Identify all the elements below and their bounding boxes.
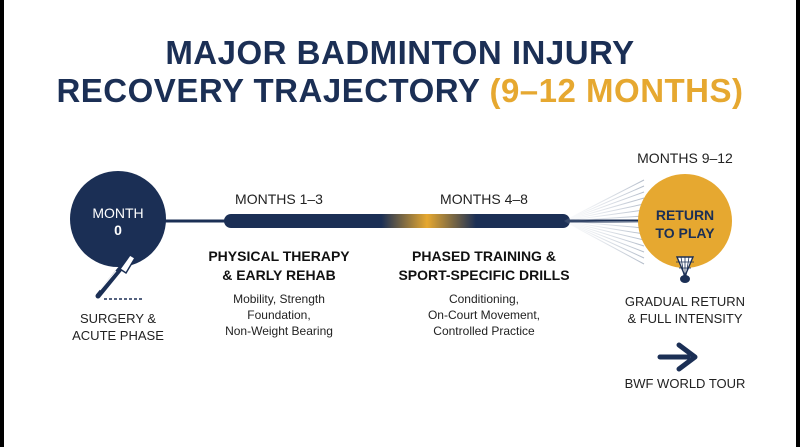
shuttlecock-icon <box>675 256 695 283</box>
start-phase-line-2: ACUTE PHASE <box>72 328 164 343</box>
phase1-description: Mobility, Strength Foundation, Non-Weigh… <box>199 291 359 339</box>
phase2-description: Conditioning, On-Court Movement, Control… <box>404 291 564 339</box>
phase1-title: PHYSICAL THERAPY & EARLY REHAB <box>194 247 364 285</box>
phase2-desc-line-1: Conditioning, <box>448 292 520 306</box>
phase1-desc-line-3: Non-Weight Bearing <box>225 324 333 338</box>
phase1-months: MONTHS 1–3 <box>235 191 323 207</box>
phase2-title-line-1: PHASED TRAINING & <box>412 248 556 264</box>
phase1-title-line-1: PHYSICAL THERAPY <box>208 248 350 264</box>
timeline-progress-bar <box>224 214 570 228</box>
phase1-title-line-2: & EARLY REHAB <box>222 267 336 283</box>
scalpel-icon <box>95 254 142 300</box>
arrow-right-icon <box>657 342 698 372</box>
start-circle-label: MONTH 0 <box>70 205 166 239</box>
start-month-number: 0 <box>114 222 122 238</box>
title-line-2-main: RECOVERY TRAJECTORY <box>56 72 490 109</box>
return-circle-label: RETURN TO PLAY <box>640 206 730 242</box>
return-circle <box>638 174 732 268</box>
start-phase-line-1: SURGERY & <box>79 311 157 326</box>
return-label-line-1: RETURN <box>655 207 715 223</box>
title-duration-accent: (9–12 MONTHS) <box>489 72 744 109</box>
page-title: MAJOR BADMINTON INJURY RECOVERY TRAJECTO… <box>4 34 796 110</box>
start-phase-label: SURGERY & ACUTE PHASE <box>58 310 178 344</box>
speed-rays <box>563 179 645 265</box>
phase1-desc-line-2: Foundation, <box>247 308 311 322</box>
return-label-line-2: TO PLAY <box>655 225 715 241</box>
phase2-months: MONTHS 4–8 <box>440 191 528 207</box>
start-month-label: MONTH <box>92 205 144 221</box>
destination-label: BWF WORLD TOUR <box>624 376 746 391</box>
start-circle <box>70 171 166 267</box>
title-line-1: MAJOR BADMINTON INJURY <box>165 34 635 71</box>
title-line-2: RECOVERY TRAJECTORY (9–12 MONTHS) <box>4 72 796 110</box>
finish-description: GRADUAL RETURN & FULL INTENSITY <box>610 293 760 327</box>
finish-months: MONTHS 9–12 <box>637 150 733 166</box>
timeline-graphic <box>70 171 732 372</box>
phase2-title: PHASED TRAINING & SPORT-SPECIFIC DRILLS <box>389 247 579 285</box>
finish-desc-line-1: GRADUAL RETURN <box>624 294 746 309</box>
phase2-desc-line-3: Controlled Practice <box>433 324 535 338</box>
phase2-title-line-2: SPORT-SPECIFIC DRILLS <box>398 267 570 283</box>
infographic-canvas: MAJOR BADMINTON INJURY RECOVERY TRAJECTO… <box>4 0 796 447</box>
phase1-desc-line-1: Mobility, Strength <box>233 292 325 306</box>
finish-desc-line-2: & FULL INTENSITY <box>627 311 743 326</box>
phase2-desc-line-2: On-Court Movement, <box>427 308 541 322</box>
